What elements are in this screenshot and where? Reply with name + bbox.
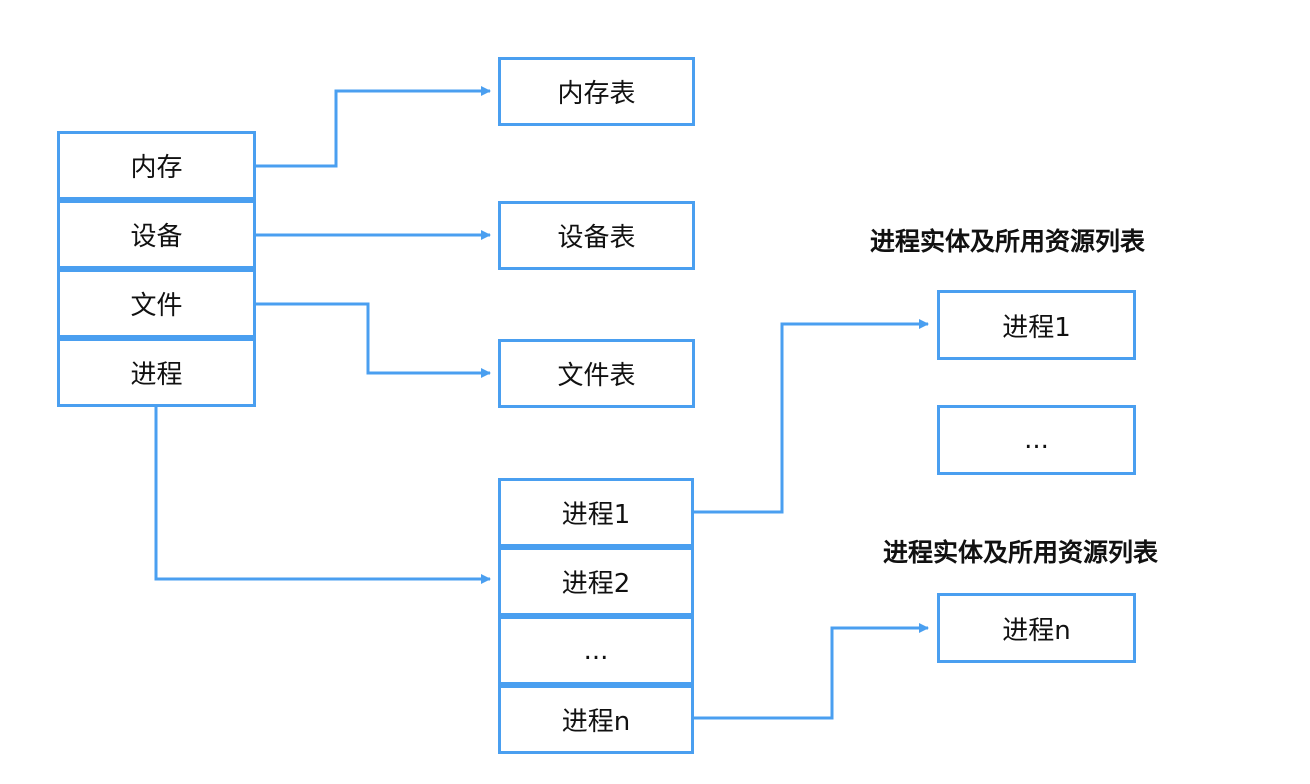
resource-box-process-n-label: 进程n: [1002, 615, 1071, 646]
system-row-file: 文件: [57, 269, 256, 338]
arrow-process1-to-resource: [694, 319, 929, 514]
arrow-file-to-file-table: [256, 302, 491, 378]
process-list-row-n-label: 进程n: [561, 707, 631, 737]
system-row-process: 进程: [57, 338, 256, 407]
process-list-row-n: 进程n: [498, 685, 694, 754]
resource-heading-2: 进程实体及所用资源列表: [883, 538, 1159, 567]
system-row-file-label: 文件: [130, 291, 183, 321]
resource-box-process-1: 进程1: [937, 290, 1136, 360]
process-list-row-ellipsis-label: ...: [583, 635, 609, 666]
device-table-box: 设备表: [498, 201, 695, 270]
system-row-process-label: 进程: [130, 360, 183, 390]
file-table-label: 文件表: [557, 361, 636, 391]
resource-box-ellipsis-label: ...: [1024, 425, 1049, 455]
system-row-device: 设备: [57, 200, 256, 269]
system-row-device-label: 设备: [130, 222, 183, 252]
process-list-row-1: 进程1: [498, 478, 694, 547]
process-list-row-1-label: 进程1: [561, 500, 631, 530]
file-table-box: 文件表: [498, 339, 695, 408]
resource-box-process-n: 进程n: [937, 593, 1136, 663]
process-list-row-2: 进程2: [498, 547, 694, 616]
memory-table-label: 内存表: [557, 79, 636, 109]
system-row-memory: 内存: [57, 131, 256, 200]
system-row-memory-label: 内存: [130, 153, 183, 183]
process-list-row-ellipsis: ...: [498, 616, 694, 685]
resource-box-process-1-label: 进程1: [1002, 312, 1071, 343]
arrow-processn-to-resource: [694, 623, 929, 720]
memory-table-box: 内存表: [498, 57, 695, 126]
resource-box-ellipsis: ...: [937, 405, 1136, 475]
arrow-memory-to-memory-table: [256, 86, 491, 168]
process-list-row-2-label: 进程2: [561, 569, 631, 599]
device-table-label: 设备表: [557, 223, 636, 253]
arrow-process-to-process-list: [154, 407, 491, 584]
resource-heading-1: 进程实体及所用资源列表: [870, 227, 1146, 256]
